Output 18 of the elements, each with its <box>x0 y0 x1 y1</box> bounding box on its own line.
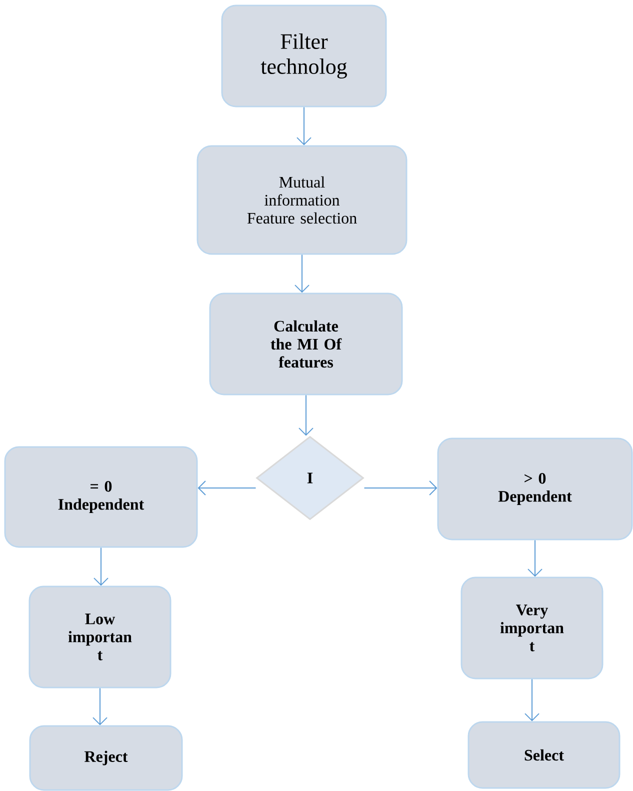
result-box: > 0 Dependent <box>437 438 633 540</box>
arrow <box>528 540 542 577</box>
end-box: Select <box>468 721 620 789</box>
arrow <box>198 480 256 496</box>
process-box: Low importan t <box>28 586 172 688</box>
arrow <box>298 394 314 436</box>
process-box: Very importan t <box>460 576 604 680</box>
arrow <box>92 688 108 726</box>
process-box: Calculate the MI Of features <box>209 292 403 396</box>
process-box: Mutual information Feature selection <box>196 145 408 255</box>
arrow <box>296 106 312 146</box>
arrow <box>94 547 108 586</box>
arrow <box>524 678 540 722</box>
result-box: = 0 Independent <box>4 446 198 548</box>
arrow <box>294 254 310 293</box>
arrow <box>364 480 438 496</box>
end-box: Reject <box>29 725 183 791</box>
process-box: Filter technolog <box>221 4 387 108</box>
